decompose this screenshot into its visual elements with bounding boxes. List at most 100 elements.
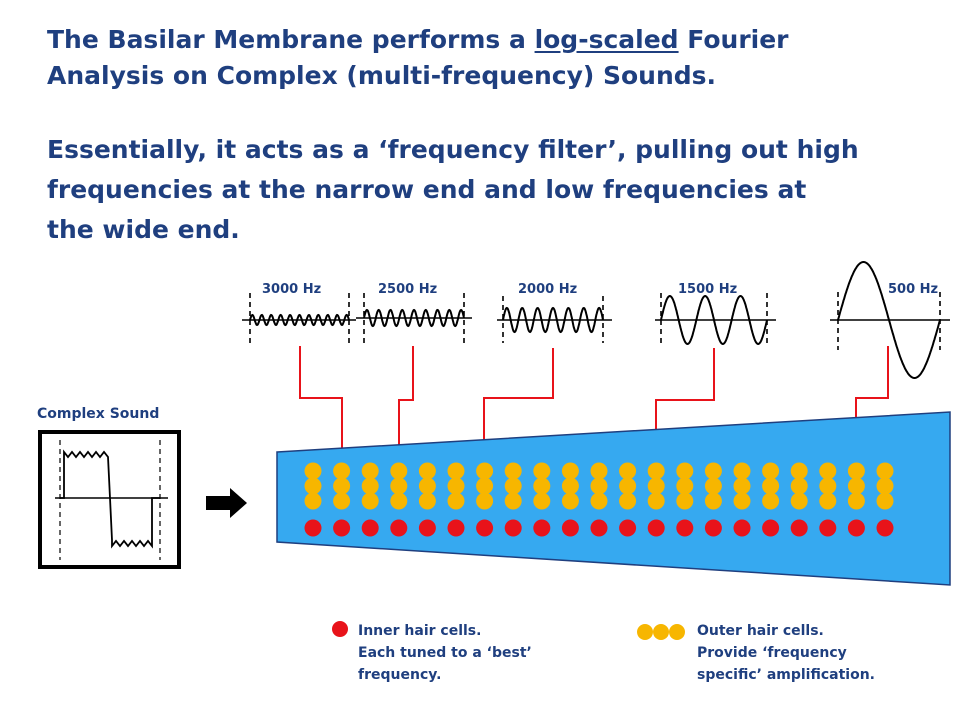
waveform-panels: [242, 261, 950, 379]
outer-hair-cell: [476, 462, 494, 480]
complex-sound-box: [38, 430, 181, 569]
outer-hair-cell: [333, 462, 351, 480]
outer-hair-cell: [504, 477, 522, 495]
outer-hair-cell: [361, 492, 379, 510]
inner-hair-cell: [704, 519, 722, 537]
outer-hair-cell: [390, 462, 408, 480]
outer-hair-cell: [704, 477, 722, 495]
inner-hair-cell: [676, 519, 694, 537]
outer-hair-cell: [390, 492, 408, 510]
outer-hair-cell: [447, 462, 465, 480]
outer-hair-cell: [619, 477, 637, 495]
inner-hair-cell-legend: Inner hair cells. Each tuned to a ‘best’…: [358, 620, 532, 686]
inner-hair-cell: [847, 519, 865, 537]
inner-legend-line-2: Each tuned to a ‘best’: [358, 645, 532, 661]
outer-hair-cell: [447, 492, 465, 510]
outer-hair-cell: [561, 477, 579, 495]
inner-hair-cell: [304, 519, 322, 537]
outer-legend-line-3: specific’ amplification.: [697, 667, 875, 683]
outer-hair-cell: [790, 477, 808, 495]
outer-legend-line-2: Provide ‘frequency: [697, 645, 847, 661]
outer-hair-cell: [790, 462, 808, 480]
inner-hair-cell: [361, 519, 379, 537]
outer-hair-cell: [304, 477, 322, 495]
outer-hair-cell: [676, 462, 694, 480]
freq-label-2000: 2000 Hz: [518, 282, 578, 297]
complex-sound-label: Complex Sound: [37, 406, 160, 422]
outer-hair-cell: [590, 492, 608, 510]
outer-hair-cell: [504, 462, 522, 480]
outer-hair-cell: [304, 462, 322, 480]
outer-hair-cell: [619, 492, 637, 510]
outer-hair-cell: [418, 462, 436, 480]
outer-hair-cell: [590, 477, 608, 495]
outer-hair-cell: [733, 462, 751, 480]
inner-hair-cell: [533, 519, 551, 537]
outer-hair-cell: [533, 462, 551, 480]
outer-hair-cell-legend: Outer hair cells. Provide ‘frequency spe…: [697, 620, 875, 686]
outer-hair-cell: [533, 492, 551, 510]
outer-hair-cell: [476, 477, 494, 495]
outer-hair-cell: [762, 462, 780, 480]
outer-hair-cell: [561, 492, 579, 510]
inner-hair-cell: [561, 519, 579, 537]
hair-cells: [304, 462, 894, 537]
outer-hair-cell: [333, 492, 351, 510]
outer-hair-cell: [704, 462, 722, 480]
outer-hair-cell: [676, 477, 694, 495]
subtitle-line-3: the wide end.: [47, 215, 240, 244]
inner-hair-cell: [418, 519, 436, 537]
outer-hair-cell: [647, 462, 665, 480]
inner-hair-cell: [390, 519, 408, 537]
inner-hair-cell: [876, 519, 894, 537]
subtitle-line-2: frequencies at the narrow end and low fr…: [47, 175, 807, 204]
outer-hair-cell: [418, 492, 436, 510]
outer-hair-cell: [361, 462, 379, 480]
inner-hair-cell-legend-icon: [332, 621, 348, 637]
outer-hair-cell: [476, 492, 494, 510]
arrow-icon: [206, 488, 247, 518]
subtitle: Essentially, it acts as a ‘frequency fil…: [47, 130, 947, 250]
outer-hair-cell: [790, 492, 808, 510]
waveform-3000hz: [242, 293, 356, 345]
outer-hair-cell: [447, 477, 465, 495]
outer-hair-cell: [561, 462, 579, 480]
inner-hair-cell: [590, 519, 608, 537]
basilar-membrane: [276, 411, 951, 586]
waveform-2500hz: [356, 293, 472, 345]
outer-hair-cell: [704, 492, 722, 510]
inner-hair-cell: [619, 519, 637, 537]
frequency-connectors: [299, 346, 889, 460]
outer-hair-cell-legend-icon: [637, 624, 685, 640]
freq-label-1500: 1500 Hz: [678, 282, 738, 297]
outer-hair-cell: [847, 492, 865, 510]
inner-hair-cell: [762, 519, 780, 537]
title-line-2: Analysis on Complex (multi-frequency) So…: [47, 61, 717, 90]
inner-hair-cell: [333, 519, 351, 537]
inner-hair-cell: [476, 519, 494, 537]
connector-2000hz: [483, 348, 554, 460]
outer-hair-cell: [847, 477, 865, 495]
freq-label-500: 500 Hz: [888, 282, 939, 297]
outer-hair-cell: [590, 462, 608, 480]
outer-hair-cell: [676, 492, 694, 510]
inner-hair-cell: [647, 519, 665, 537]
outer-hair-cell: [876, 477, 894, 495]
connector-3000hz: [299, 346, 343, 460]
inner-hair-cell: [504, 519, 522, 537]
outer-hair-cell: [819, 477, 837, 495]
subtitle-line-1: Essentially, it acts as a ‘frequency fil…: [47, 135, 859, 164]
outer-hair-cell: [647, 477, 665, 495]
inner-legend-line-3: frequency.: [358, 667, 442, 683]
inner-hair-cell: [447, 519, 465, 537]
main-title: The Basilar Membrane performs a log-scal…: [47, 22, 947, 94]
waveform-500hz: [830, 261, 950, 379]
waveform-1500hz: [655, 293, 776, 346]
outer-hair-cell: [390, 477, 408, 495]
outer-hair-cell: [876, 462, 894, 480]
inner-hair-cell: [819, 519, 837, 537]
outer-legend-line-1: Outer hair cells.: [697, 623, 824, 639]
outer-hair-cell: [762, 492, 780, 510]
outer-hair-cell: [733, 477, 751, 495]
